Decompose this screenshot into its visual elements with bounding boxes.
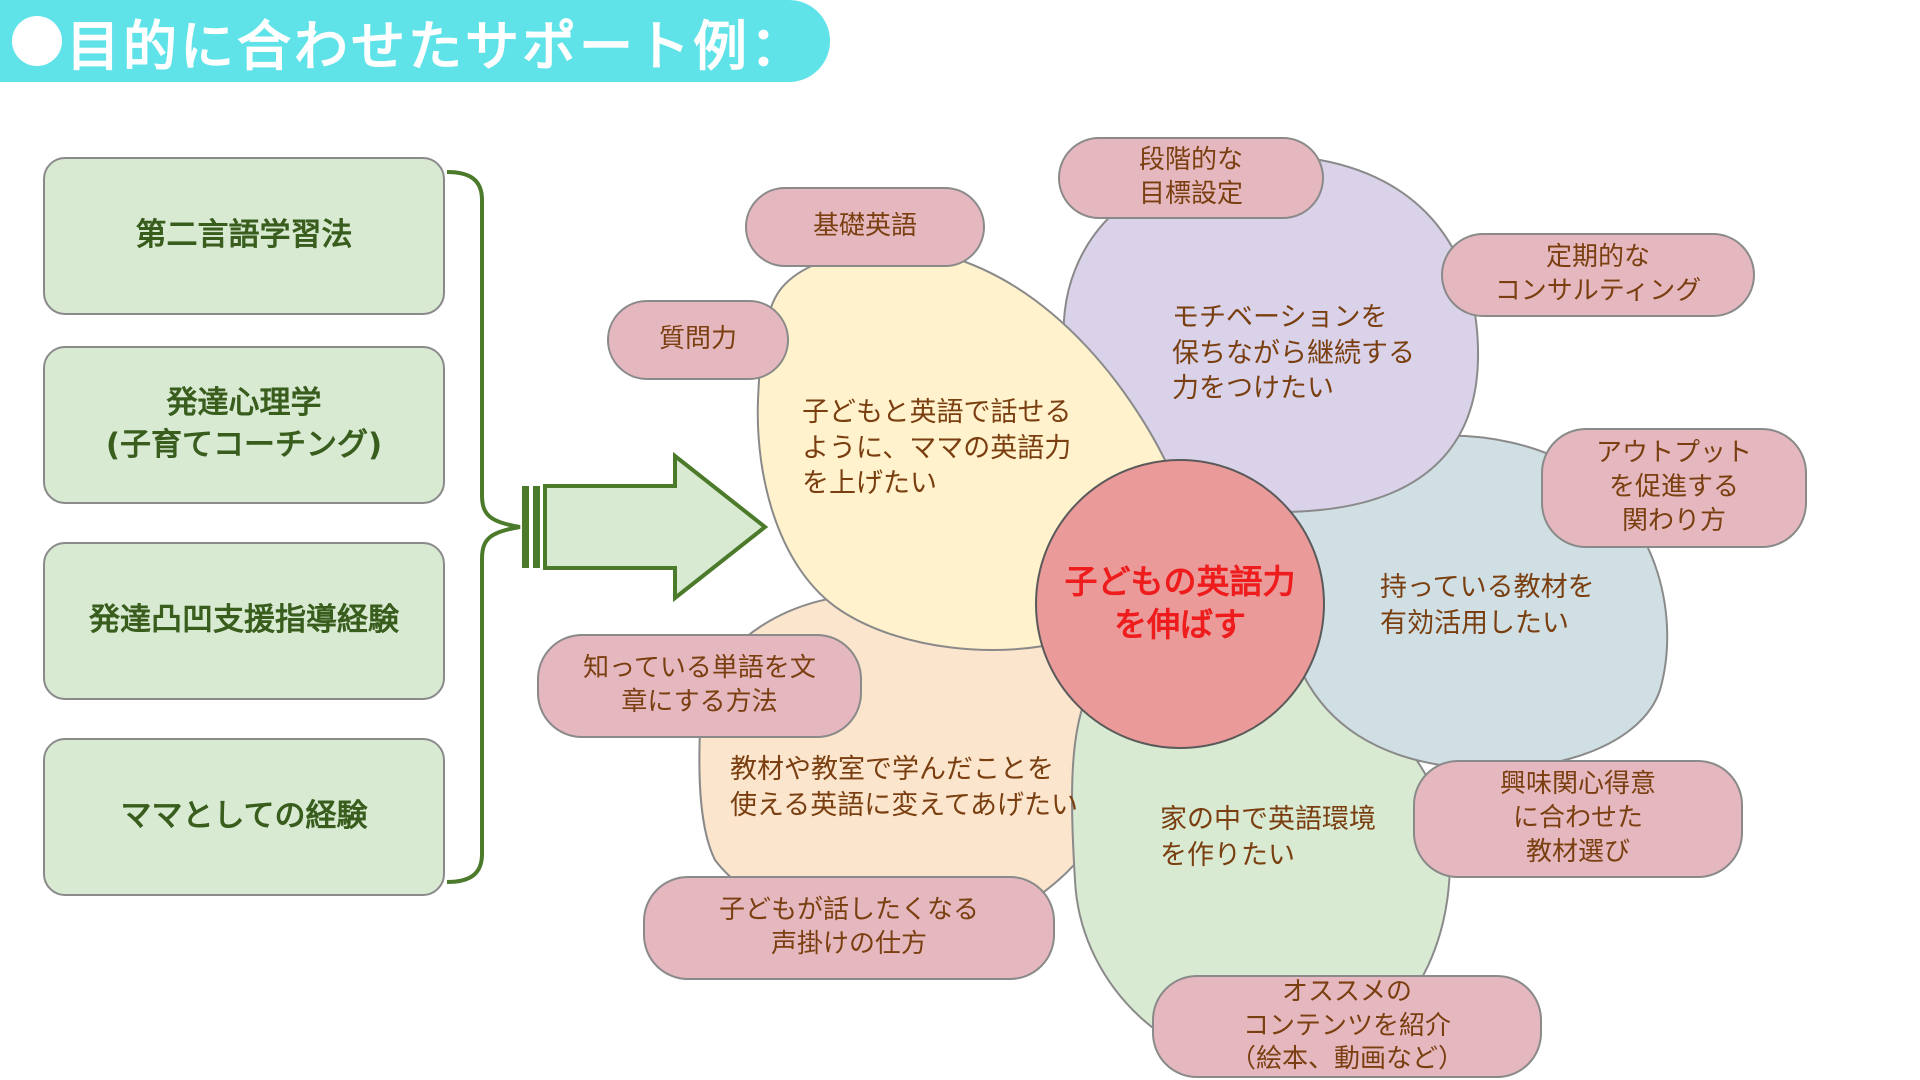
pill-line: コンテンツを紹介 — [1242, 1010, 1451, 1041]
goal-line: モチベーションを — [1172, 302, 1388, 333]
pill-line: 興味関心得意 — [1499, 769, 1656, 800]
pill-line: 目標設定 — [1138, 179, 1243, 209]
goal-line: 保ちながら継続する — [1172, 337, 1415, 369]
source-box-support-experience: 発達凸凹支援指導経験 — [43, 542, 445, 700]
support-pill-word-to-sentence: 知っている単語を文 章にする方法 — [537, 634, 862, 738]
goal-label-usable-english: 教材や教室で学んだことを 使える英語に変えてあげたい — [730, 752, 1078, 823]
support-pill-output: アウトプット を促進する 関わり方 — [1541, 428, 1807, 548]
support-pill-material-selection: 興味関心得意 に合わせた 教材選び — [1413, 760, 1743, 878]
source-line: 発達凸凹支援指導経験 — [89, 602, 399, 639]
pill-line: 段階的な — [1138, 145, 1243, 176]
center-line: を伸ばす — [1114, 605, 1246, 644]
support-pill-content-recommend: オススメの コンテンツを紹介 （絵本、動画など） — [1152, 975, 1542, 1078]
support-pill-questioning: 質問力 — [607, 300, 789, 380]
pill-line: オススメの — [1281, 976, 1412, 1007]
goal-label-home-environment: 家の中で英語環境 を作りたい — [1160, 802, 1376, 873]
pill-line: 知っている単語を文 — [583, 653, 816, 684]
pill-line: を促進する — [1608, 472, 1739, 503]
pill-line: に合わせた — [1512, 803, 1643, 834]
goal-line: を作りたい — [1160, 839, 1295, 871]
goal-label-motivation: モチベーションを 保ちながら継続する 力をつけたい — [1172, 300, 1415, 407]
goal-line: 家の中で英語環境 — [1160, 804, 1376, 835]
arrow-icon — [522, 451, 769, 603]
goal-line: 子どもと英語で話せる — [802, 397, 1072, 428]
source-line: (子育てコーチング) — [105, 427, 383, 463]
source-box-developmental-psychology: 発達心理学 (子育てコーチング) — [43, 346, 445, 504]
goal-line: 持っている教材を — [1380, 572, 1595, 603]
source-line: ママとしての経験 — [120, 798, 368, 835]
goal-line: 使える英語に変えてあげたい — [730, 789, 1079, 821]
bullet-circle-icon — [12, 16, 62, 66]
pill-line: 章にする方法 — [621, 687, 778, 717]
pill-line: コンサルティング — [1494, 276, 1702, 306]
source-line: 第二言語学習法 — [135, 217, 353, 254]
source-box-mom-experience: ママとしての経験 — [43, 738, 445, 896]
pill-line: 関わり方 — [1621, 505, 1726, 536]
support-pill-basic-english: 基礎英語 — [745, 187, 985, 267]
support-pill-step-goals: 段階的な 目標設定 — [1058, 137, 1324, 219]
goal-line: 有効活用したい — [1380, 607, 1569, 639]
pill-line: アウトプット — [1595, 438, 1752, 469]
title-bar: 目的に合わせたサポート例： — [0, 0, 830, 82]
curly-bracket — [446, 170, 521, 884]
pill-line: （絵本、動画など） — [1229, 1044, 1464, 1075]
goal-line: 教材や教室で学んだことを — [730, 754, 1054, 785]
pill-line: 声掛けの仕方 — [770, 929, 927, 959]
goal-line: を上げたい — [802, 468, 937, 500]
support-pill-talk-prompts: 子どもが話したくなる 声掛けの仕方 — [643, 876, 1055, 980]
center-line: 子どもの英語力 — [1064, 562, 1296, 602]
center-goal-circle: 子どもの英語力 を伸ばす — [1035, 459, 1325, 749]
goal-label-use-materials: 持っている教材を 有効活用したい — [1380, 570, 1595, 641]
pill-line: 質問力 — [658, 324, 737, 355]
source-line: 発達心理学 — [166, 385, 322, 422]
goal-line: ように、ママの英語力 — [802, 432, 1072, 464]
pill-line: 定期的な — [1545, 242, 1650, 273]
page-title: 目的に合わせたサポート例： — [66, 14, 807, 78]
pill-line: 教材選び — [1525, 836, 1630, 867]
pill-line: 子どもが話したくなる — [718, 895, 979, 926]
goal-label-mom-english: 子どもと英語で話せる ように、ママの英語力 を上げたい — [802, 395, 1071, 502]
goal-line: 力をつけたい — [1172, 373, 1334, 405]
pill-line: 基礎英語 — [812, 211, 917, 242]
support-pill-consulting: 定期的な コンサルティング — [1441, 233, 1755, 317]
source-box-second-language: 第二言語学習法 — [43, 157, 445, 315]
